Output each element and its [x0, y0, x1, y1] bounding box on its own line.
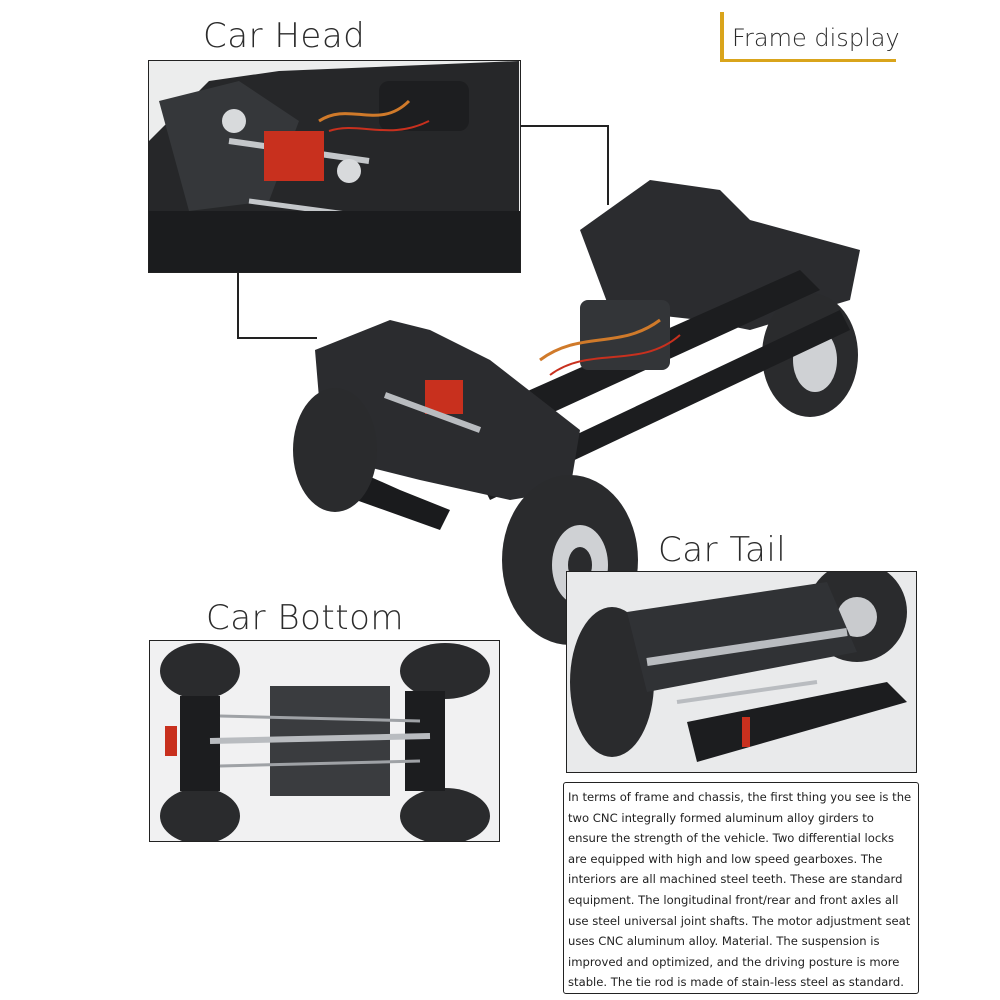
bottom-front-left-tire — [160, 643, 240, 699]
heading-accent-bar — [720, 12, 724, 62]
head-heatsink — [264, 131, 324, 181]
car-head-illustration — [149, 61, 520, 272]
car-bottom-illustration — [150, 641, 499, 841]
description-text: In terms of frame and chassis, the first… — [568, 790, 912, 990]
head-leader-line-right — [607, 125, 609, 205]
bottom-front-right-tire — [160, 788, 240, 841]
description-box: In terms of frame and chassis, the first… — [563, 782, 919, 994]
frame-display-title: Frame display — [732, 24, 900, 52]
esc-heatsink — [425, 380, 463, 414]
chassis-illustration — [293, 180, 860, 645]
main-chassis-photo — [280, 160, 880, 670]
frame-display-heading: Frame display — [720, 12, 900, 62]
car-tail-illustration — [567, 572, 916, 772]
heading-accent-underline — [720, 59, 896, 62]
car-bottom-label: Car Bottom — [206, 598, 405, 638]
head-leader-line-bottom — [237, 337, 317, 339]
car-tail-label: Car Tail — [658, 530, 787, 570]
bottom-rear-right-tire — [400, 788, 490, 841]
head-leader-line-down — [237, 272, 239, 338]
front-left-tire — [293, 388, 377, 512]
car-bottom-photo — [149, 640, 500, 842]
tail-left-tire — [570, 607, 654, 757]
car-head-photo — [148, 60, 521, 273]
head-leader-line-top — [520, 125, 608, 127]
car-tail-photo — [566, 571, 917, 773]
bottom-rear-left-tire — [400, 643, 490, 699]
car-head-label: Car Head — [203, 16, 366, 56]
